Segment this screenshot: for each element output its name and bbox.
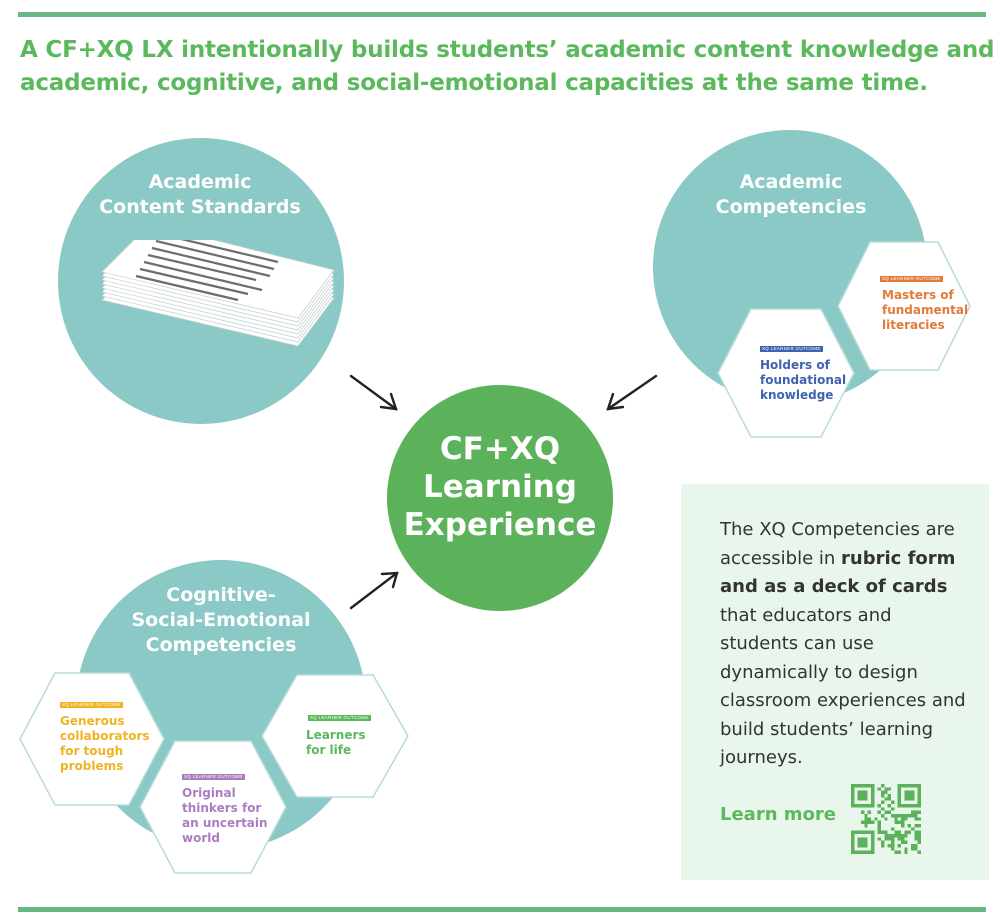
- hex-holders: XQ LEARNER OUTCOME Holders of foundation…: [716, 306, 856, 440]
- arrow-icon: [349, 374, 398, 411]
- outcome-line: problems: [60, 759, 124, 773]
- hex-learners: XQ LEARNER OUTCOME Learners for life: [260, 672, 410, 800]
- outcome-tag: XQ LEARNER OUTCOME: [60, 702, 123, 708]
- info-text: The XQ Competencies are accessible in ru…: [720, 516, 975, 773]
- outcome-line: for life: [306, 743, 352, 757]
- title-line: Social-Emotional: [131, 609, 311, 631]
- title-line: Academic: [148, 171, 252, 193]
- academic-content-standards-title: Academic Content Standards: [80, 170, 320, 220]
- info-text-bold: rubric form and as a deck of cards: [720, 547, 956, 598]
- outcome-line: for tough: [60, 744, 124, 758]
- outcome-line: collaborators: [60, 729, 150, 743]
- outcome-learners-text: Learners for life: [306, 728, 366, 758]
- arrow-icon: [606, 374, 658, 411]
- bottom-rule: [18, 907, 986, 912]
- academic-competencies-title: Academic Competencies: [680, 170, 902, 220]
- learn-more-link[interactable]: Learn more: [720, 804, 836, 825]
- outcome-tag: XQ LEARNER OUTCOME: [880, 276, 943, 282]
- outcome-line: an uncertain: [182, 816, 268, 830]
- outcome-line: Holders of: [760, 358, 830, 372]
- center-line: Learning: [423, 469, 577, 505]
- outcome-line: Original: [182, 786, 236, 800]
- outcome-line: literacies: [882, 318, 945, 332]
- outcome-line: Masters of: [882, 288, 954, 302]
- outcome-tag: XQ LEARNER OUTCOME: [182, 774, 245, 780]
- center-line: Experience: [403, 507, 597, 543]
- outcome-masters-text: Masters of fundamental literacies: [882, 288, 968, 333]
- outcome-generous-text: Generous collaborators for tough problem…: [60, 714, 150, 774]
- hex-original: XQ LEARNER OUTCOME Original thinkers for…: [138, 738, 288, 876]
- outcome-holders-text: Holders of foundational knowledge: [760, 358, 846, 403]
- title-line: Content Standards: [99, 196, 301, 218]
- arrow-icon: [349, 571, 399, 610]
- info-text-part: The XQ Competencies are accessible in: [720, 519, 955, 569]
- paper-stack-icon: [101, 240, 335, 347]
- cse-competencies-title: Cognitive- Social-Emotional Competencies: [86, 583, 356, 658]
- outcome-line: fundamental: [882, 303, 969, 317]
- outcome-line: Generous: [60, 714, 125, 728]
- outcome-line: thinkers for: [182, 801, 262, 815]
- outcome-line: Learners: [306, 728, 366, 742]
- info-box: [681, 484, 989, 880]
- outcome-line: foundational: [760, 373, 847, 387]
- title-line: Competencies: [145, 634, 297, 656]
- title-line: Cognitive-: [166, 584, 276, 606]
- center-circle: [387, 385, 613, 611]
- outcome-line: knowledge: [760, 388, 834, 402]
- qr-code-icon[interactable]: [851, 784, 921, 854]
- center-title: CF+XQ Learning Experience: [392, 430, 608, 544]
- headline: A CF+XQ LX intentionally builds students…: [20, 37, 995, 96]
- outcome-tag: XQ LEARNER OUTCOME: [308, 715, 371, 721]
- outcome-line: world: [182, 831, 220, 845]
- outcome-tag: XQ LEARNER OUTCOME: [760, 346, 823, 352]
- hex-masters: XQ LEARNER OUTCOME Masters of fundamenta…: [836, 238, 972, 374]
- center-line: CF+XQ: [439, 431, 561, 467]
- title-line: Academic: [739, 171, 843, 193]
- top-rule: [18, 12, 986, 17]
- title-line: Competencies: [715, 196, 867, 218]
- outcome-original-text: Original thinkers for an uncertain world: [182, 786, 268, 846]
- info-text-part: that educators and students can use dyna…: [720, 604, 966, 769]
- hex-generous: XQ LEARNER OUTCOME Generous collaborator…: [18, 670, 166, 808]
